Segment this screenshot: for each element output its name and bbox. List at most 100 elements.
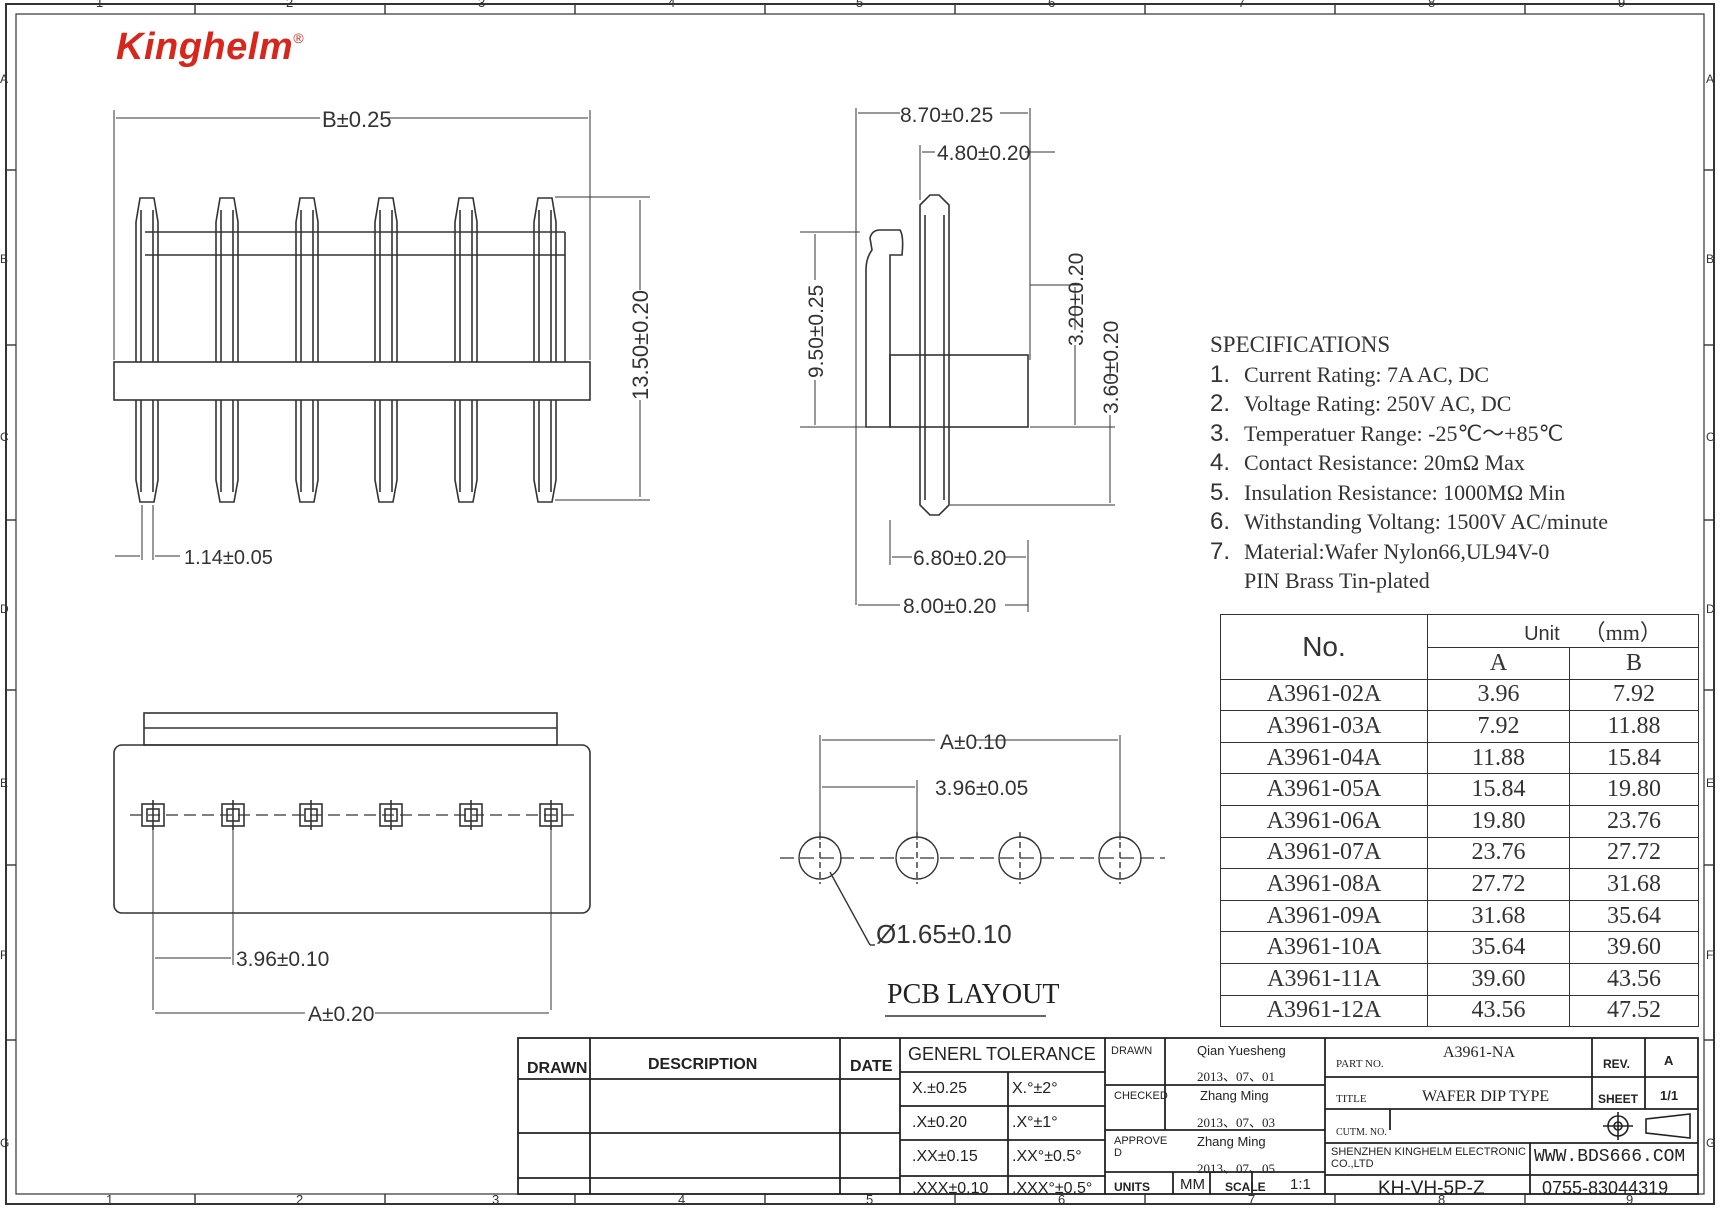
spec-text: Current Rating: 7A AC, DC	[1244, 361, 1490, 387]
tb-scale-value: 1:1	[1290, 1176, 1311, 1193]
spec-num: 6.	[1210, 508, 1231, 535]
tb-tol-ang-1: X.°±2°	[1012, 1080, 1058, 1097]
column-label: 2	[286, 0, 294, 10]
row-label: E	[0, 776, 9, 790]
front-pin	[295, 197, 319, 503]
tb-company: SHENZHEN KINGHELM ELECTRONIC CO.,LTD	[1331, 1146, 1526, 1170]
spec-text: Insulation Resistance: 1000MΩ Min	[1244, 479, 1566, 505]
spec-continuation: PIN Brass Tin-plated	[1244, 568, 1430, 593]
unit-label: Unit	[1524, 623, 1560, 645]
cell-part-no: A3961-12A	[1220, 994, 1428, 1028]
dim-side-bottom2: 8.00±0.20	[903, 595, 996, 618]
bottom-pin-square	[459, 800, 483, 830]
specifications-title: SPECIFICATIONS	[1210, 332, 1391, 357]
tb-drawn-label: DRAWN	[1111, 1045, 1153, 1057]
spec-num: 3.	[1210, 419, 1231, 447]
front-pin	[374, 197, 398, 503]
tb-approved-date: 2013、07、05	[1197, 1161, 1276, 1176]
registered-mark: ®	[293, 30, 304, 46]
front-view	[113, 110, 650, 560]
cell-b: 15.84	[1569, 741, 1699, 775]
header-unit: Unit （mm）	[1427, 614, 1699, 648]
tb-title: WAFER DIP TYPE	[1422, 1088, 1550, 1105]
row-label: C	[1706, 430, 1715, 444]
spec-num: 1.	[1210, 360, 1231, 388]
bottom-pin-square	[141, 800, 165, 830]
row-label: F	[0, 948, 8, 962]
front-pin	[215, 197, 239, 503]
cell-a: 7.92	[1427, 710, 1570, 743]
unit-value: （mm）	[1583, 620, 1662, 645]
spec-text: Material:Wafer Nylon66,UL94V-0	[1244, 538, 1550, 564]
tb-cutm-label: CUTM. NO.	[1336, 1127, 1387, 1138]
bottom-pin-square	[379, 800, 403, 830]
spec-num: 2.	[1210, 390, 1231, 417]
cell-part-no: A3961-10A	[1220, 931, 1428, 964]
cell-a: 23.76	[1427, 836, 1570, 870]
tb-drawn-date: 2013、07、01	[1197, 1069, 1276, 1084]
dim-side-right1: 3.20±0.20	[1065, 253, 1088, 346]
tb-tol-ang-3: .XX°±0.5°	[1012, 1148, 1082, 1165]
table-subheader-row: A B	[1221, 647, 1699, 680]
border-row-labels-right: A B C D E F G	[1706, 0, 1718, 1208]
column-label: 5	[866, 1192, 874, 1207]
front-pin	[135, 197, 159, 503]
pcb-layout	[780, 735, 1165, 1017]
column-label: 7	[1248, 1192, 1256, 1207]
tb-approved-label: APPROVE D	[1114, 1135, 1168, 1159]
spec-item: 5.Insulation Resistance: 1000MΩ Min	[1210, 478, 1608, 508]
dim-pcb-total: A±0.10	[940, 731, 1006, 754]
spec-item: 1. Current Rating: 7A AC, DC	[1210, 360, 1608, 390]
dim-bottom-pitch: 3.96±0.10	[236, 948, 329, 971]
cell-a: 3.96	[1427, 678, 1570, 712]
tb-title-label: TITLE	[1336, 1093, 1367, 1105]
bottom-pin-square	[539, 800, 563, 830]
cell-b: 23.76	[1569, 804, 1699, 838]
row-label: G	[1706, 1136, 1716, 1150]
dim-front-height: 13.50±0.20	[628, 290, 653, 400]
tb-tol-ang-2: .X°±1°	[1012, 1114, 1058, 1131]
front-pin	[454, 197, 478, 503]
cell-part-no: A3961-11A	[1220, 962, 1428, 996]
tb-website: WWW.BDS666.COM	[1534, 1147, 1686, 1167]
spec-item: 6.Withstanding Voltang: 1500V AC/minute	[1210, 507, 1608, 537]
cell-part-no: A3961-06A	[1220, 804, 1428, 838]
row-label: C	[0, 430, 9, 444]
projection-symbol-icon	[1603, 1112, 1691, 1140]
spec-text: Contact Resistance: 20mΩ Max	[1244, 450, 1525, 475]
tb-date-header: DATE	[850, 1058, 893, 1075]
cell-b: 31.68	[1569, 868, 1699, 901]
column-label: 9	[1618, 0, 1626, 10]
tb-checked-name: Zhang Ming	[1200, 1088, 1269, 1103]
cell-part-no: A3961-08A	[1220, 868, 1428, 901]
tb-drawn-header: DRAWN	[527, 1060, 588, 1077]
front-pin	[533, 197, 557, 503]
cell-b: 7.92	[1569, 678, 1699, 712]
cell-b: 19.80	[1569, 773, 1699, 806]
side-view	[800, 108, 1115, 612]
spec-item: 3.Temperatuer Range: -25℃～+85℃	[1210, 419, 1608, 449]
pcb-layout-label: PCB LAYOUT	[887, 979, 1059, 1010]
tb-description-header: DESCRIPTION	[648, 1056, 758, 1073]
row-label: E	[1706, 776, 1715, 790]
column-label: 3	[492, 1192, 500, 1207]
cell-b: 43.56	[1569, 962, 1699, 996]
cell-part-no: A3961-04A	[1220, 741, 1428, 775]
tb-rev: A	[1664, 1053, 1674, 1068]
title-block-frame	[517, 1037, 1699, 1195]
cell-b: 11.88	[1569, 710, 1699, 743]
cell-b: 35.64	[1569, 899, 1699, 933]
border-column-labels-bottom: 1 2 3 4 5 6 7 8 9	[0, 1192, 1720, 1208]
tb-model: KH-VH-5P-Z	[1378, 1178, 1485, 1199]
spec-text: Voltage Rating: 250V AC, DC	[1244, 391, 1512, 416]
cell-a: 19.80	[1427, 804, 1570, 838]
